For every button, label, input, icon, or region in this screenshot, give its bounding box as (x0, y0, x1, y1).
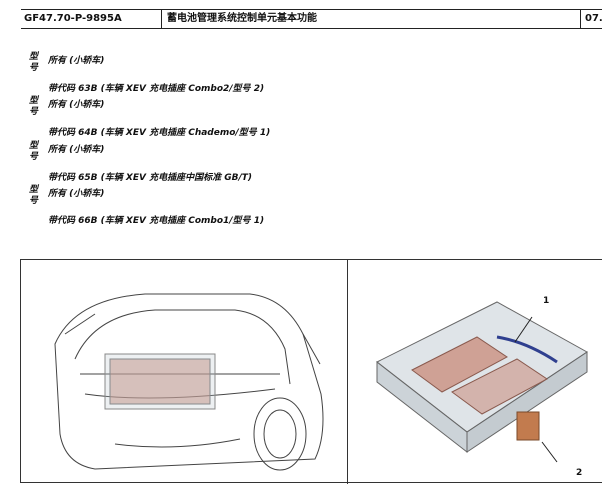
model-code: 带代码 63B (车辆 XEV 充电插座 Combo2/型号 2) (48, 84, 265, 94)
page-number: 07. (585, 13, 602, 24)
figure-frame: 1 2 (20, 259, 602, 484)
model-label: 型号 (29, 52, 39, 73)
model-value: 所有 (小轿车) (48, 189, 105, 199)
model-code: 带代码 64B (车辆 XEV 充电插座 Chademo/型号 1) (48, 128, 271, 138)
battery-pack-illustration (376, 301, 588, 463)
document-header: GF47.70-P-9895A 蓄电池管理系统控制单元基本功能 07. (21, 9, 602, 29)
car-illustration (54, 293, 324, 471)
model-label: 型号 (29, 96, 39, 117)
header-divider (580, 10, 581, 28)
model-value: 所有 (小轿车) (48, 100, 105, 110)
model-value: 所有 (小轿车) (48, 56, 105, 66)
figure-divider (347, 260, 348, 484)
model-label: 型号 (29, 141, 39, 162)
model-value: 所有 (小轿车) (48, 145, 105, 155)
header-divider (161, 10, 162, 28)
callout-1: 1 (543, 296, 550, 306)
doc-id: GF47.70-P-9895A (24, 13, 122, 24)
callout-2: 2 (576, 468, 583, 478)
battery-pack (109, 358, 211, 405)
model-code: 带代码 65B (车辆 XEV 充电插座中国标准 GB/T) (48, 173, 253, 183)
model-label: 型号 (29, 185, 39, 206)
model-code: 带代码 66B (车辆 XEV 充电插座 Combo1/型号 1) (48, 216, 265, 226)
doc-title: 蓄电池管理系统控制单元基本功能 (167, 13, 317, 24)
bms-control-unit (516, 411, 540, 441)
